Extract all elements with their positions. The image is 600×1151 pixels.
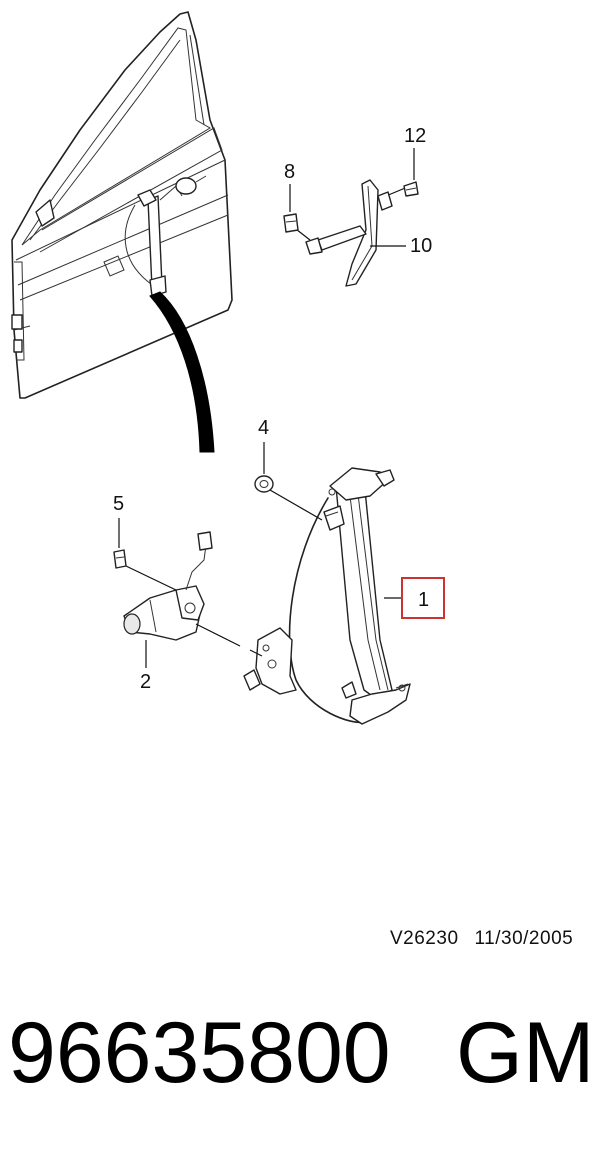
callout-10: 10 [410,235,432,257]
part-number: 96635800 [8,1005,391,1101]
detail-arrow [149,291,215,453]
drawing-date: 11/30/2005 [474,928,574,949]
callout-12: 12 [404,125,426,147]
callout-2: 2 [140,671,151,693]
grommet-4 [254,475,274,493]
window-motor [123,531,213,641]
bolt-12 [403,181,419,197]
bolt-5 [113,549,127,569]
window-regulator-assembly [243,467,411,725]
drawing-code: V26230 [390,928,459,949]
callouts: 12 8 10 4 5 2 1 [113,125,445,693]
callout-5: 5 [113,493,124,515]
callout-4: 4 [258,417,269,439]
drawing-reference: V26230 11/30/2005 [390,928,589,950]
callout-1-highlight-box [401,577,445,619]
assembly-lines [125,185,411,657]
callout-8: 8 [284,161,295,183]
front-door-illustration [11,11,233,399]
brand-name: GM [456,1005,595,1101]
bolt-8 [283,213,299,233]
glass-run-channel-10 [305,179,393,287]
callout-1: 1 [418,589,429,611]
